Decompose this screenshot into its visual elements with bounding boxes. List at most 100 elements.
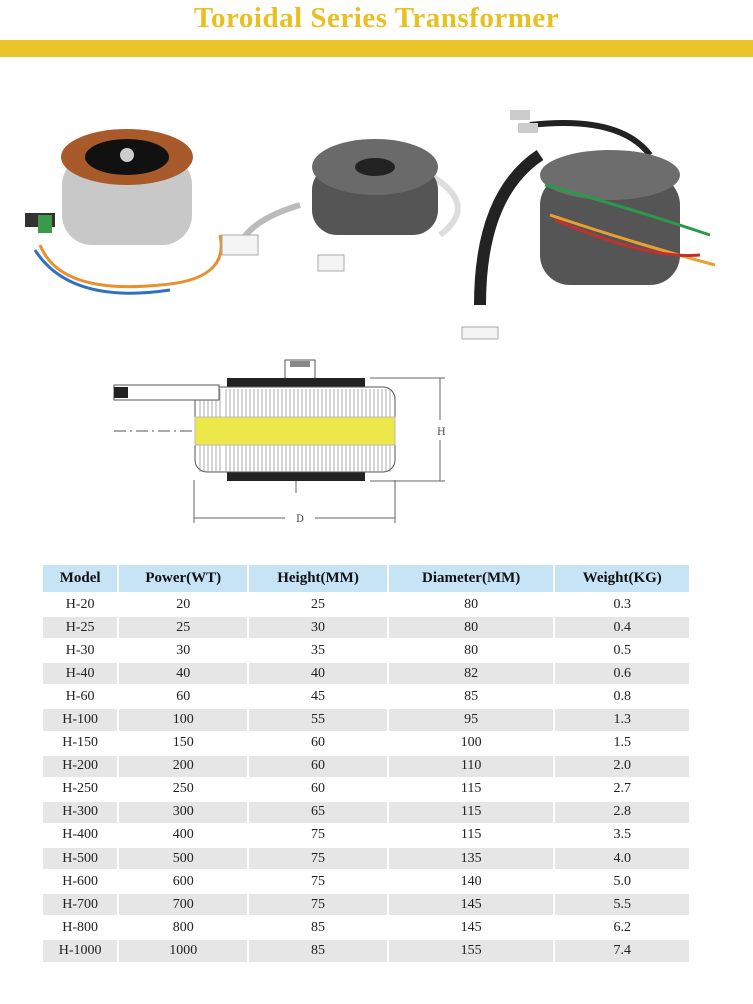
table-cell: 145 <box>388 892 556 916</box>
table-cell: 115 <box>388 776 556 800</box>
table-cell: 110 <box>388 753 556 777</box>
table-cell: H-600 <box>43 869 120 893</box>
table-cell: H-1000 <box>43 938 120 962</box>
table-cell: 800 <box>119 915 250 939</box>
page-title: Toroidal Series Transformer <box>193 2 560 34</box>
table-cell: 75 <box>249 846 389 870</box>
table-cell: H-100 <box>43 707 120 731</box>
table-cell: 75 <box>249 869 389 893</box>
transformer-photo-2 <box>221 139 461 272</box>
table-cell: 3.5 <box>555 822 691 847</box>
table-cell: 75 <box>249 892 389 916</box>
height-label: H <box>437 427 446 438</box>
table-cell: 85 <box>249 938 389 962</box>
table-cell: 45 <box>249 684 389 708</box>
transformer-photo-3 <box>461 110 716 340</box>
table-cell: 40 <box>119 661 250 685</box>
table-cell: H-150 <box>43 730 120 754</box>
table-cell: 0.5 <box>555 638 691 662</box>
table-cell: 5.0 <box>555 869 691 893</box>
table-cell: 250 <box>119 776 250 800</box>
table-cell: 135 <box>388 846 556 870</box>
table-cell: 0.6 <box>555 661 691 685</box>
table-cell: H-250 <box>43 776 120 800</box>
table-cell: H-800 <box>43 915 120 939</box>
table-cell: 60 <box>119 684 250 708</box>
table-cell: 60 <box>249 730 389 754</box>
table-cell: 55 <box>249 707 389 731</box>
column-header: Model <box>43 565 120 592</box>
table-cell: 150 <box>119 730 250 754</box>
table-cell: 115 <box>388 822 556 847</box>
table-cell: H-40 <box>43 661 120 685</box>
diameter-label: D <box>296 514 304 525</box>
table-cell: H-300 <box>43 799 120 823</box>
column-header: Weight(KG) <box>555 565 691 592</box>
table-cell: 400 <box>119 822 250 847</box>
table-cell: 25 <box>249 592 389 616</box>
column-header: Height(MM) <box>249 565 389 592</box>
table-cell: 20 <box>119 592 250 616</box>
table-cell: 4.0 <box>555 846 691 870</box>
table-cell: 100 <box>388 730 556 754</box>
table-cell: H-30 <box>43 638 120 662</box>
dimension-diagram: H D <box>113 359 446 525</box>
table-cell: 95 <box>388 707 556 731</box>
table-cell: H-25 <box>43 615 120 639</box>
table-cell: 6.2 <box>555 915 691 939</box>
table-cell: 60 <box>249 776 389 800</box>
table-cell: 1.5 <box>555 730 691 754</box>
table-cell: H-500 <box>43 846 120 870</box>
table-cell: 60 <box>249 753 389 777</box>
column-header: Diameter(MM) <box>388 565 556 592</box>
table-cell: 7.4 <box>555 938 691 962</box>
table-cell: 25 <box>119 615 250 639</box>
table-cell: 140 <box>388 869 556 893</box>
table-cell: 85 <box>388 684 556 708</box>
title-underline-bar <box>0 40 753 57</box>
table-cell: 85 <box>249 915 389 939</box>
table-cell: 300 <box>119 799 250 823</box>
table-cell: 0.3 <box>555 592 691 616</box>
table-cell: 80 <box>388 615 556 639</box>
table-cell: 700 <box>119 892 250 916</box>
table-cell: 0.4 <box>555 615 691 639</box>
table-cell: 75 <box>249 822 389 847</box>
table-cell: H-700 <box>43 892 120 916</box>
product-photos <box>25 110 716 340</box>
table-cell: 80 <box>388 638 556 662</box>
table-cell: 40 <box>249 661 389 685</box>
table-cell: 65 <box>249 799 389 823</box>
table-cell: 100 <box>119 707 250 731</box>
table-cell: H-200 <box>43 753 120 777</box>
table-cell: 200 <box>119 753 250 777</box>
table-cell: 0.8 <box>555 684 691 708</box>
table-cell: 80 <box>388 592 556 616</box>
table-cell: 82 <box>388 661 556 685</box>
table-cell: 35 <box>249 638 389 662</box>
table-cell: 5.5 <box>555 892 691 916</box>
table-cell: 2.7 <box>555 776 691 800</box>
table-cell: 145 <box>388 915 556 939</box>
table-cell: 600 <box>119 869 250 893</box>
table-cell: 1.3 <box>555 707 691 731</box>
table-cell: 30 <box>119 638 250 662</box>
table-cell: 30 <box>249 615 389 639</box>
table-cell: 1000 <box>119 938 250 962</box>
table-cell: 2.0 <box>555 753 691 777</box>
